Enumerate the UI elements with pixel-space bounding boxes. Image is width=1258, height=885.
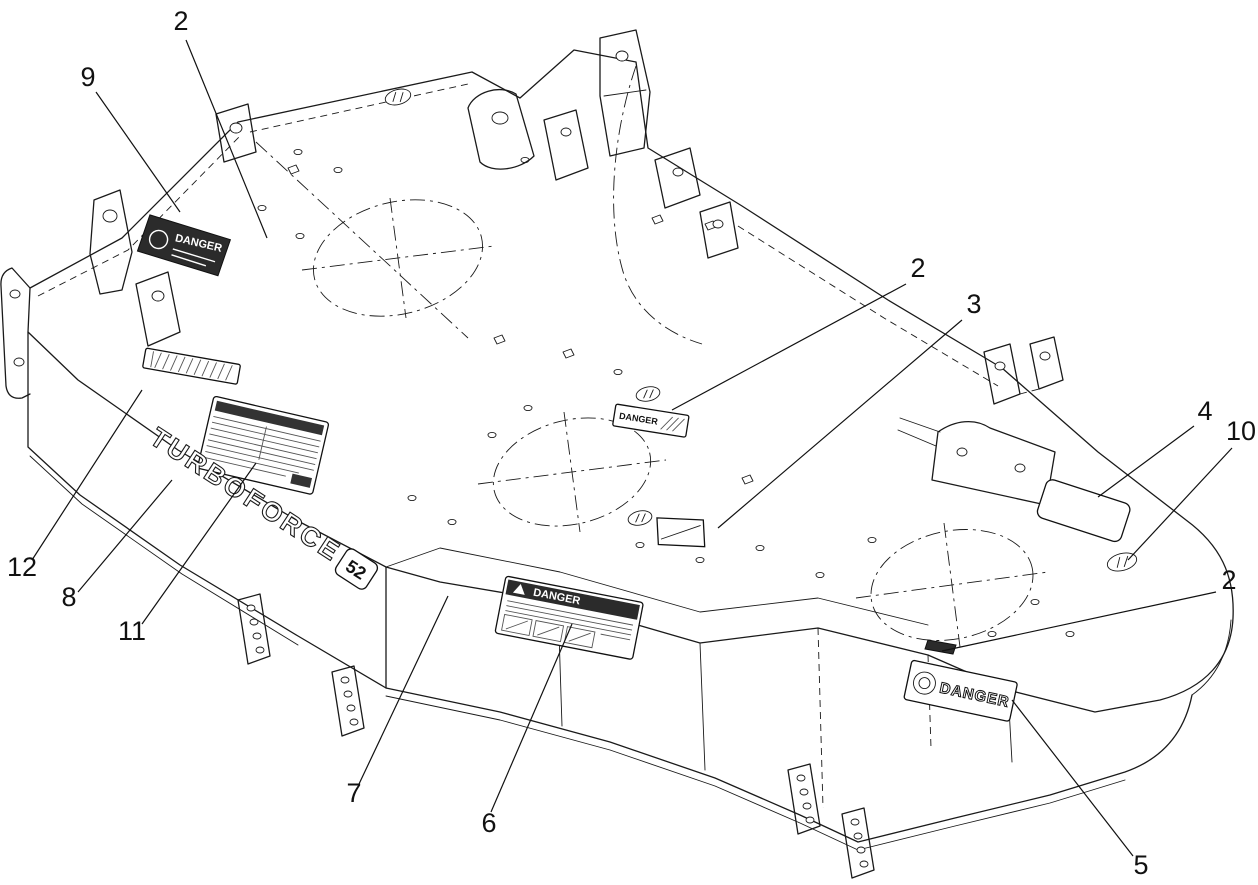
discharge-baffle-curve	[613, 65, 703, 345]
svg-text:7: 7	[346, 778, 361, 808]
bolt-holes	[257, 148, 1075, 638]
front-skirt-lip	[385, 695, 1126, 851]
hanger-bracket-1	[237, 593, 271, 665]
svg-text:5: 5	[1133, 850, 1148, 880]
svg-text:2: 2	[1221, 565, 1236, 595]
svg-text:12: 12	[7, 552, 37, 582]
right-end-cap	[1191, 619, 1232, 696]
brand-word-force: FORCE	[239, 483, 347, 568]
bracket-right-upright-1	[983, 343, 1021, 405]
back-edge-inner-line2	[249, 83, 469, 133]
skirt-seam-2	[699, 642, 706, 771]
bracket-top-center-tall	[599, 29, 651, 157]
bracket-left-mid	[135, 271, 181, 347]
callout-3: 3	[717, 289, 982, 529]
callout-5: 5	[1011, 699, 1149, 880]
bracket-upper-left-tall	[89, 189, 133, 295]
callout-2-top: 2	[173, 6, 268, 239]
bracket-right-upright-2	[1019, 336, 1064, 395]
svg-text:4: 4	[1197, 396, 1212, 426]
left-end-plate	[0, 267, 31, 399]
hanger-bracket-4	[841, 807, 875, 879]
svg-text:2: 2	[910, 253, 925, 283]
callout-10: 10	[1127, 416, 1256, 561]
callout-11: 11	[118, 462, 257, 646]
back-edge-inner-line	[37, 133, 243, 297]
decal-dark-sliver	[924, 639, 957, 655]
decal-blank-right	[1036, 479, 1131, 543]
plug-oval-mid	[627, 510, 653, 526]
svg-text:6: 6	[481, 808, 496, 838]
blade-opening-left	[313, 199, 483, 317]
decal-slash	[656, 517, 706, 548]
svg-text:2: 2	[173, 6, 188, 36]
callout-12: 12	[7, 389, 143, 582]
decal-danger-top: DANGER	[612, 403, 690, 438]
roller-mount-right	[897, 417, 1056, 506]
skirt-seam-3	[817, 627, 824, 809]
decal-hoc-ruler	[142, 347, 241, 385]
spindle-centerline-2b	[563, 411, 581, 533]
spindle-centerline-1b	[389, 197, 407, 319]
left-skirt-bottom	[27, 331, 387, 689]
front-bend-line	[385, 547, 929, 626]
decal-danger-topleft: DANGER	[136, 214, 232, 277]
callout-7: 7	[346, 595, 449, 808]
caster-mount-center	[467, 89, 589, 181]
callouts: 9 2 2 3 4 10 2 5	[7, 6, 1256, 880]
plug-oval-top	[384, 88, 412, 106]
svg-text:9: 9	[80, 62, 95, 92]
decal-danger-front: DANGER	[494, 575, 644, 660]
callout-9: 9	[80, 62, 181, 213]
svg-text:10: 10	[1226, 416, 1256, 446]
fold-line-diagonal	[255, 141, 469, 339]
plug-oval-right	[1106, 552, 1138, 572]
callout-8: 8	[61, 479, 173, 612]
decal-danger-right: DANGER	[903, 659, 1018, 722]
decal-spec	[197, 395, 330, 495]
callout-6: 6	[481, 623, 573, 838]
spindle-centerline-3b	[943, 522, 961, 648]
blade-openings	[301, 197, 1049, 648]
blade-opening-right	[870, 529, 1034, 641]
bracket-back-left	[215, 103, 257, 163]
hanger-bracket-2	[331, 665, 365, 737]
svg-text:11: 11	[118, 616, 146, 646]
front-skirt-bottom	[385, 566, 1193, 843]
size-badge: 52	[334, 548, 379, 590]
callout-2-lower-right: 2	[941, 565, 1237, 652]
callout-4: 4	[1097, 396, 1213, 498]
svg-text:8: 8	[61, 582, 76, 612]
right-back-inner-line	[737, 225, 999, 387]
bracket-discharge-left	[654, 147, 701, 209]
plug-oval-center	[635, 386, 661, 402]
hanger-bracket-3	[787, 763, 821, 835]
svg-text:3: 3	[966, 289, 981, 319]
callout-2-upper-right: 2	[671, 253, 926, 411]
bracket-discharge-right	[699, 201, 739, 259]
blade-opening-center	[492, 417, 652, 527]
